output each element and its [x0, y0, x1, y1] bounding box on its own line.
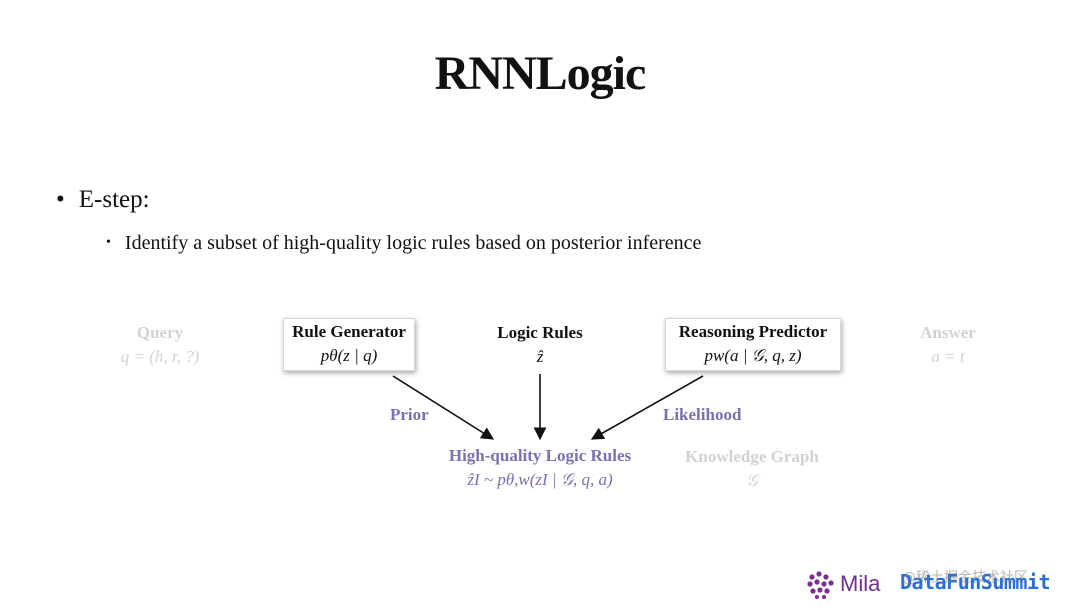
- rule-generator-heading: Rule Generator: [292, 322, 406, 341]
- reasoning-predictor-formula: pw(a | 𝒢, q, z): [704, 346, 802, 365]
- answer-formula: a = t: [931, 347, 965, 366]
- knowledge-graph-heading: Knowledge Graph: [685, 447, 819, 466]
- query-formula: q = (h, r, ?): [120, 347, 200, 366]
- reasoning-predictor-heading: Reasoning Predictor: [678, 322, 828, 341]
- likelihood-arrow: [590, 375, 704, 440]
- mila-logo: Mila: [806, 568, 880, 600]
- knowledge-graph-node: Knowledge Graph 𝒢: [672, 447, 832, 491]
- bullet-identify: • Identify a subset of high-quality logic…: [106, 232, 701, 255]
- bullet-identify-text: Identify a subset of high-quality logic …: [124, 232, 702, 254]
- high-quality-heading: High-quality Logic Rules: [448, 446, 632, 465]
- high-quality-rules-node: High-quality Logic Rules ẑI ~ pθ,w(zI | …: [430, 446, 650, 490]
- prior-arrow: [392, 375, 495, 440]
- query-node: Query q = (h, r, ?): [100, 323, 220, 367]
- logic-rules-node: Logic Rules ẑ: [480, 323, 600, 367]
- knowledge-graph-formula: 𝒢: [745, 471, 759, 490]
- bullet-dot-icon: •: [56, 186, 65, 213]
- reasoning-predictor-box: Reasoning Predictor pw(a | 𝒢, q, z): [665, 318, 841, 371]
- answer-heading: Answer: [920, 323, 976, 342]
- bullet-estep: • E-step:: [56, 186, 150, 214]
- mila-dots-icon: [807, 571, 834, 599]
- logic-rules-heading: Logic Rules: [497, 323, 583, 342]
- likelihood-label: Likelihood: [663, 405, 742, 424]
- high-quality-formula: ẑI ~ pθ,w(zI | 𝒢, q, a): [467, 470, 613, 489]
- bullet-estep-text: E-step:: [78, 186, 150, 213]
- datafun-logo: DataFunSummit: [900, 570, 1051, 594]
- answer-node: Answer a = t: [898, 323, 998, 367]
- logic-rules-formula: ẑ: [536, 347, 544, 366]
- watermark-text: @稀土掘金技术社区: [902, 570, 1028, 586]
- prior-label: Prior: [390, 405, 429, 424]
- rule-generator-formula: pθ(z | q): [320, 346, 378, 365]
- query-heading: Query: [136, 323, 184, 342]
- slide-title: RNNLogic: [434, 47, 647, 100]
- bullet-dot-icon: •: [106, 235, 111, 250]
- mila-logo-text: Mila: [840, 571, 881, 596]
- rule-generator-box: Rule Generator pθ(z | q): [283, 318, 415, 371]
